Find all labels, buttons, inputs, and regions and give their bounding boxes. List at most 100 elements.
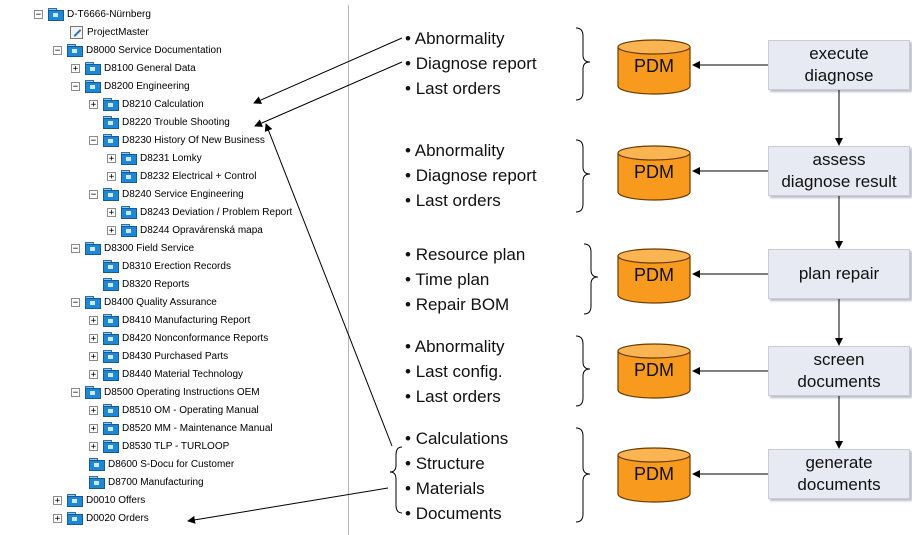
database-icon: [617, 248, 691, 304]
bullet-group-4: • Abnormality • Last config. • Last orde…: [405, 334, 505, 409]
tree-node-project-master[interactable]: ProjectMaster: [70, 24, 149, 40]
tree-node-d8210[interactable]: + D8210 Calculation: [89, 96, 204, 112]
bullet-item: • Repair BOM: [405, 295, 510, 314]
tree-node-label: D8430 Purchased Parts: [122, 350, 229, 362]
tree-node-label: D8700 Manufacturing: [108, 476, 204, 488]
process-screen-documents: screen documents: [768, 346, 910, 396]
tree-node-d8440[interactable]: + D8440 Material Technology: [89, 366, 243, 382]
folder-icon: [103, 350, 119, 363]
process-assess-diagnose-result: assess diagnose result: [768, 146, 910, 196]
expand-icon[interactable]: +: [71, 63, 80, 74]
expand-icon[interactable]: +: [107, 207, 116, 218]
tree-node-d8240[interactable]: − D8240 Service Engineering: [89, 186, 244, 202]
tree-node-label: D8300 Field Service: [104, 242, 195, 254]
bullet-item: • Last orders: [405, 79, 501, 98]
tree-node-label: D0010 Offers: [86, 494, 146, 506]
tree-node-d0010[interactable]: + D0010 Offers: [53, 492, 145, 508]
tree-node-d8232[interactable]: + D8232 Electrical + Control: [107, 168, 256, 184]
tree-node-d8700[interactable]: D8700 Manufacturing: [89, 474, 204, 490]
folder-icon: [85, 386, 101, 399]
tree-node-label: D8244 Opravárenská mapa: [140, 224, 263, 236]
database-icon: [617, 145, 691, 201]
bullet-item: • Abnormality: [405, 141, 505, 160]
process-label-line: generate: [805, 453, 873, 472]
bullet-item: • Time plan: [405, 270, 490, 289]
collapse-icon[interactable]: −: [71, 81, 80, 92]
collapse-icon[interactable]: −: [89, 189, 98, 200]
collapse-icon[interactable]: −: [71, 387, 80, 398]
tree-node-d8244[interactable]: + D8244 Opravárenská mapa: [107, 222, 263, 238]
tree-node-root[interactable]: − D-T6666-Nürnberg: [34, 6, 151, 22]
tree-node-label: D-T6666-Nürnberg: [67, 8, 151, 20]
tree-node-d8243[interactable]: + D8243 Deviation / Problem Report: [107, 204, 292, 220]
expand-icon[interactable]: +: [107, 225, 116, 236]
tree-node-d8231[interactable]: + D8231 Lomky: [107, 150, 202, 166]
expand-icon[interactable]: +: [53, 513, 62, 524]
tree-node-d8510[interactable]: + D8510 OM - Operating Manual: [89, 402, 259, 418]
tree-node-d8310[interactable]: D8310 Erection Records: [103, 258, 231, 274]
folder-icon: [89, 476, 105, 489]
bullet-group-1: • Abnormality • Diagnose report • Last o…: [405, 26, 537, 101]
folder-icon: [103, 188, 119, 201]
tree-node-label: D8230 History Of New Business: [122, 134, 265, 146]
bullet-item: • Diagnose report: [405, 166, 537, 185]
tree-node-label: D8100 General Data: [104, 62, 196, 74]
collapse-icon[interactable]: −: [89, 135, 98, 146]
tree-node-d8430[interactable]: + D8430 Purchased Parts: [89, 348, 228, 364]
collapse-icon[interactable]: −: [53, 45, 62, 56]
tree-node-d8220[interactable]: D8220 Trouble Shooting: [103, 114, 230, 130]
bullet-item: • Structure: [405, 454, 485, 473]
folder-icon: [67, 512, 83, 525]
expand-icon[interactable]: +: [53, 495, 62, 506]
process-plan-repair: plan repair: [768, 249, 910, 299]
bullet-item: • Materials: [405, 479, 485, 498]
tree-node-label: D8200 Engineering: [104, 80, 190, 92]
tree-node-d0020[interactable]: + D0020 Orders: [53, 510, 149, 526]
tree-node-d8300[interactable]: − D8300 Field Service: [71, 240, 194, 256]
folder-icon: [103, 422, 119, 435]
tree-node-d8600[interactable]: D8600 S-Docu for Customer: [89, 456, 234, 472]
expand-icon[interactable]: +: [107, 153, 116, 164]
expand-icon[interactable]: +: [89, 405, 98, 416]
expand-icon[interactable]: +: [107, 171, 116, 182]
folder-icon: [89, 458, 105, 471]
database-icon: [617, 39, 691, 95]
folder-icon: [103, 116, 119, 129]
tree-node-label: D8520 MM - Maintenance Manual: [122, 422, 273, 434]
tree-node-label: D8400 Quality Assurance: [104, 296, 217, 308]
expand-icon[interactable]: +: [89, 99, 98, 110]
expand-icon[interactable]: +: [89, 333, 98, 344]
collapse-icon[interactable]: −: [71, 243, 80, 254]
tree-panel: − D-T6666-Nürnberg ProjectMaster − D8000…: [26, 5, 349, 535]
bullet-item: • Last orders: [405, 387, 501, 406]
tree-node-d8530[interactable]: + D8530 TLP - TURLOOP: [89, 438, 229, 454]
expand-icon[interactable]: +: [89, 351, 98, 362]
process-generate-documents: generate documents: [768, 449, 910, 499]
process-label-line: plan repair: [798, 264, 880, 283]
folder-icon: [67, 44, 83, 57]
tree-node-label: D8000 Service Documentation: [86, 44, 222, 56]
tree-node-d8410[interactable]: + D8410 Manufacturing Report: [89, 312, 250, 328]
bullet-item: • Abnormality: [405, 337, 505, 356]
expand-icon[interactable]: +: [89, 315, 98, 326]
expand-icon[interactable]: +: [89, 369, 98, 380]
expand-icon[interactable]: +: [89, 441, 98, 452]
tree-node-d8320[interactable]: D8320 Reports: [103, 276, 189, 292]
tree-node-d8420[interactable]: + D8420 Nonconformance Reports: [89, 330, 268, 346]
tree-node-d8000[interactable]: − D8000 Service Documentation: [53, 42, 222, 58]
brace-5-left: [389, 446, 403, 514]
database-icon: [617, 343, 691, 399]
tree-node-d8100[interactable]: + D8100 General Data: [71, 60, 196, 76]
process-label-line: diagnose: [804, 66, 874, 85]
tree-node-d8230[interactable]: − D8230 History Of New Business: [89, 132, 265, 148]
process-label-line: documents: [797, 475, 881, 494]
collapse-icon[interactable]: −: [71, 297, 80, 308]
expand-icon[interactable]: +: [89, 423, 98, 434]
tree-node-d8520[interactable]: + D8520 MM - Maintenance Manual: [89, 420, 273, 436]
tree-node-label: D8420 Nonconformance Reports: [122, 332, 269, 344]
tree-node-d8500[interactable]: − D8500 Operating Instructions OEM: [71, 384, 260, 400]
database-label: PDM: [634, 360, 674, 380]
tree-node-d8400[interactable]: − D8400 Quality Assurance: [71, 294, 217, 310]
tree-node-d8200[interactable]: − D8200 Engineering: [71, 78, 190, 94]
collapse-icon[interactable]: −: [34, 9, 43, 20]
